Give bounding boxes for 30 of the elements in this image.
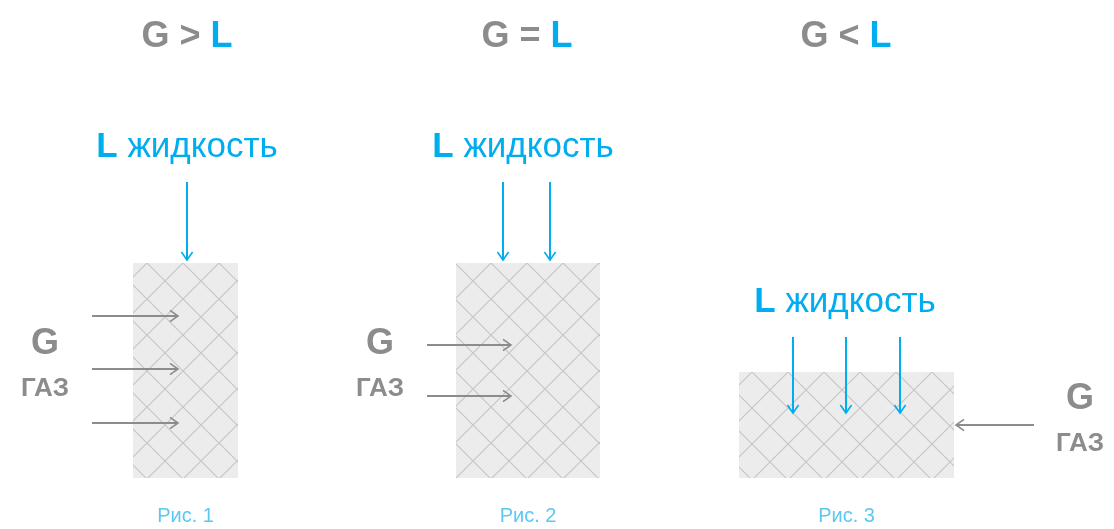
flow-arrow bbox=[91, 416, 179, 430]
gas-label: ГАЗ bbox=[355, 371, 405, 404]
gas-label: ГАЗ bbox=[20, 371, 70, 404]
flow-arrow bbox=[839, 336, 853, 414]
packing-block bbox=[133, 263, 238, 478]
packing-block bbox=[739, 372, 954, 478]
flow-arrow bbox=[496, 181, 510, 261]
gas-label: ГАЗ bbox=[1055, 426, 1105, 459]
flow-arrow bbox=[955, 418, 1035, 432]
liquid-label: L жидкость bbox=[431, 124, 615, 166]
ratio-heading: G > L bbox=[140, 14, 234, 56]
flow-arrow bbox=[543, 181, 557, 261]
gas-symbol: G bbox=[1066, 377, 1094, 417]
gas-symbol: G bbox=[31, 322, 59, 362]
flow-arrow bbox=[786, 336, 800, 414]
gas-symbol: G bbox=[366, 322, 394, 362]
ratio-heading: G < L bbox=[799, 14, 893, 56]
packing-block bbox=[456, 263, 600, 478]
ratio-heading: G = L bbox=[480, 14, 574, 56]
flow-arrow bbox=[893, 336, 907, 414]
flow-arrow bbox=[91, 309, 179, 323]
liquid-label: L жидкость bbox=[753, 279, 937, 321]
flow-arrow bbox=[180, 181, 194, 261]
flow-arrow bbox=[426, 338, 512, 352]
flow-arrow bbox=[91, 362, 179, 376]
liquid-label: L жидкость bbox=[95, 124, 279, 166]
figure-caption: Рис. 3 bbox=[817, 504, 876, 527]
flow-arrow bbox=[426, 389, 512, 403]
figure-caption: Рис. 1 bbox=[156, 504, 215, 527]
figure-caption: Рис. 2 bbox=[498, 504, 558, 527]
